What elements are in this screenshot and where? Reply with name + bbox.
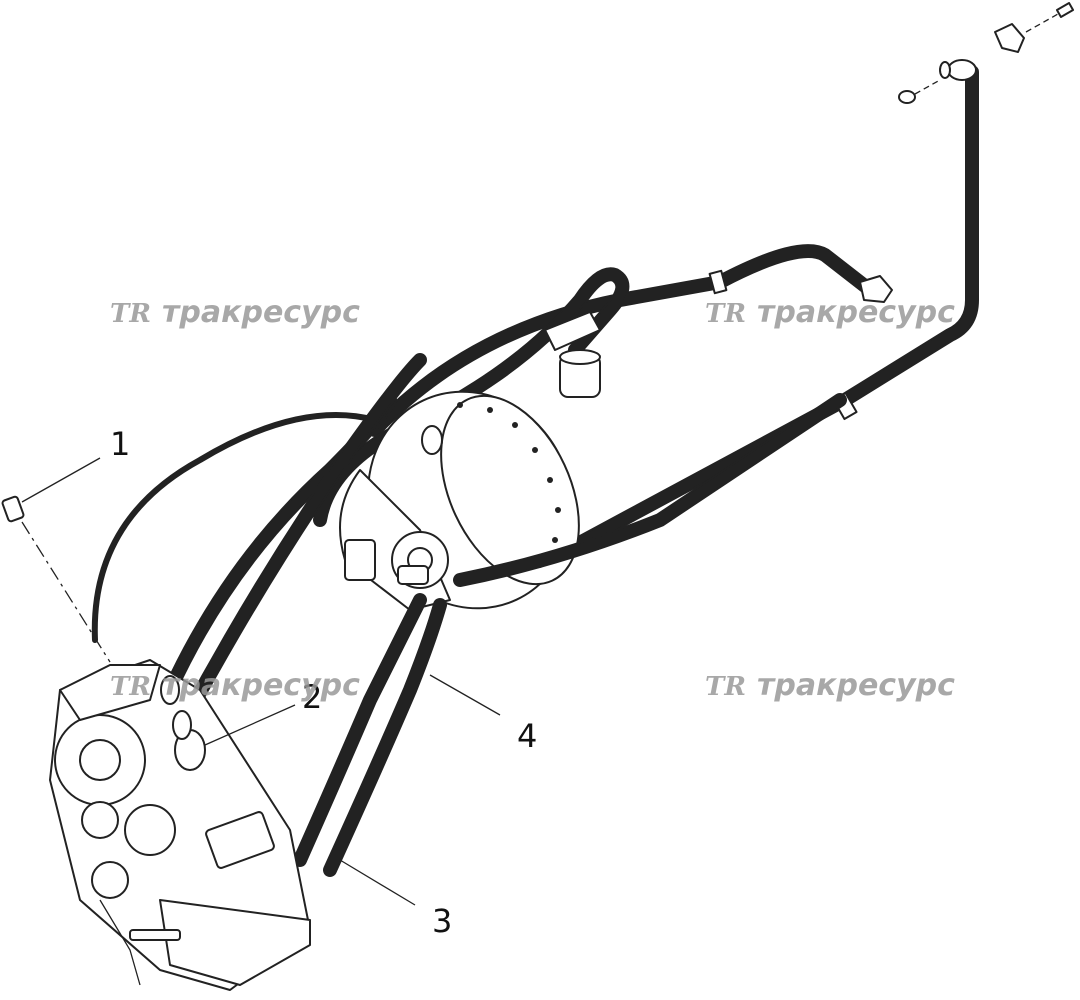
watermark-bottom-left: TR тракресурс (110, 668, 360, 703)
callout-3: 3 (432, 902, 452, 940)
watermark-logo: TR (110, 299, 151, 329)
bolt-ring (457, 402, 561, 568)
return-pipe-assembly (513, 2, 1075, 582)
loop-hose (313, 267, 630, 527)
hose-2 (163, 353, 847, 727)
hose-4 (293, 593, 447, 877)
watermark-text: тракресурс (757, 668, 955, 703)
part-1-fitting (1, 495, 111, 663)
callout-4: 4 (517, 717, 537, 755)
watermark-logo: TR (110, 672, 151, 702)
gearbox (49, 659, 311, 991)
callout-1: 1 (110, 425, 130, 463)
watermark-logo: TR (705, 672, 746, 702)
callout-2: 2 (302, 678, 322, 716)
watermark-text: тракресурс (162, 295, 360, 330)
watermark-bottom-right: TR тракресурс (705, 668, 955, 703)
watermark-text: тракресурс (757, 295, 955, 330)
leader-lines (21, 457, 501, 906)
arc-hose (91, 412, 378, 643)
upper-hose (368, 244, 893, 437)
watermark-top-left: TR тракресурс (110, 295, 360, 330)
watermark-logo: TR (705, 299, 746, 329)
watermark-top-right: TR тракресурс (705, 295, 955, 330)
converter-housing (339, 390, 580, 611)
watermark-text: тракресурс (162, 668, 360, 703)
